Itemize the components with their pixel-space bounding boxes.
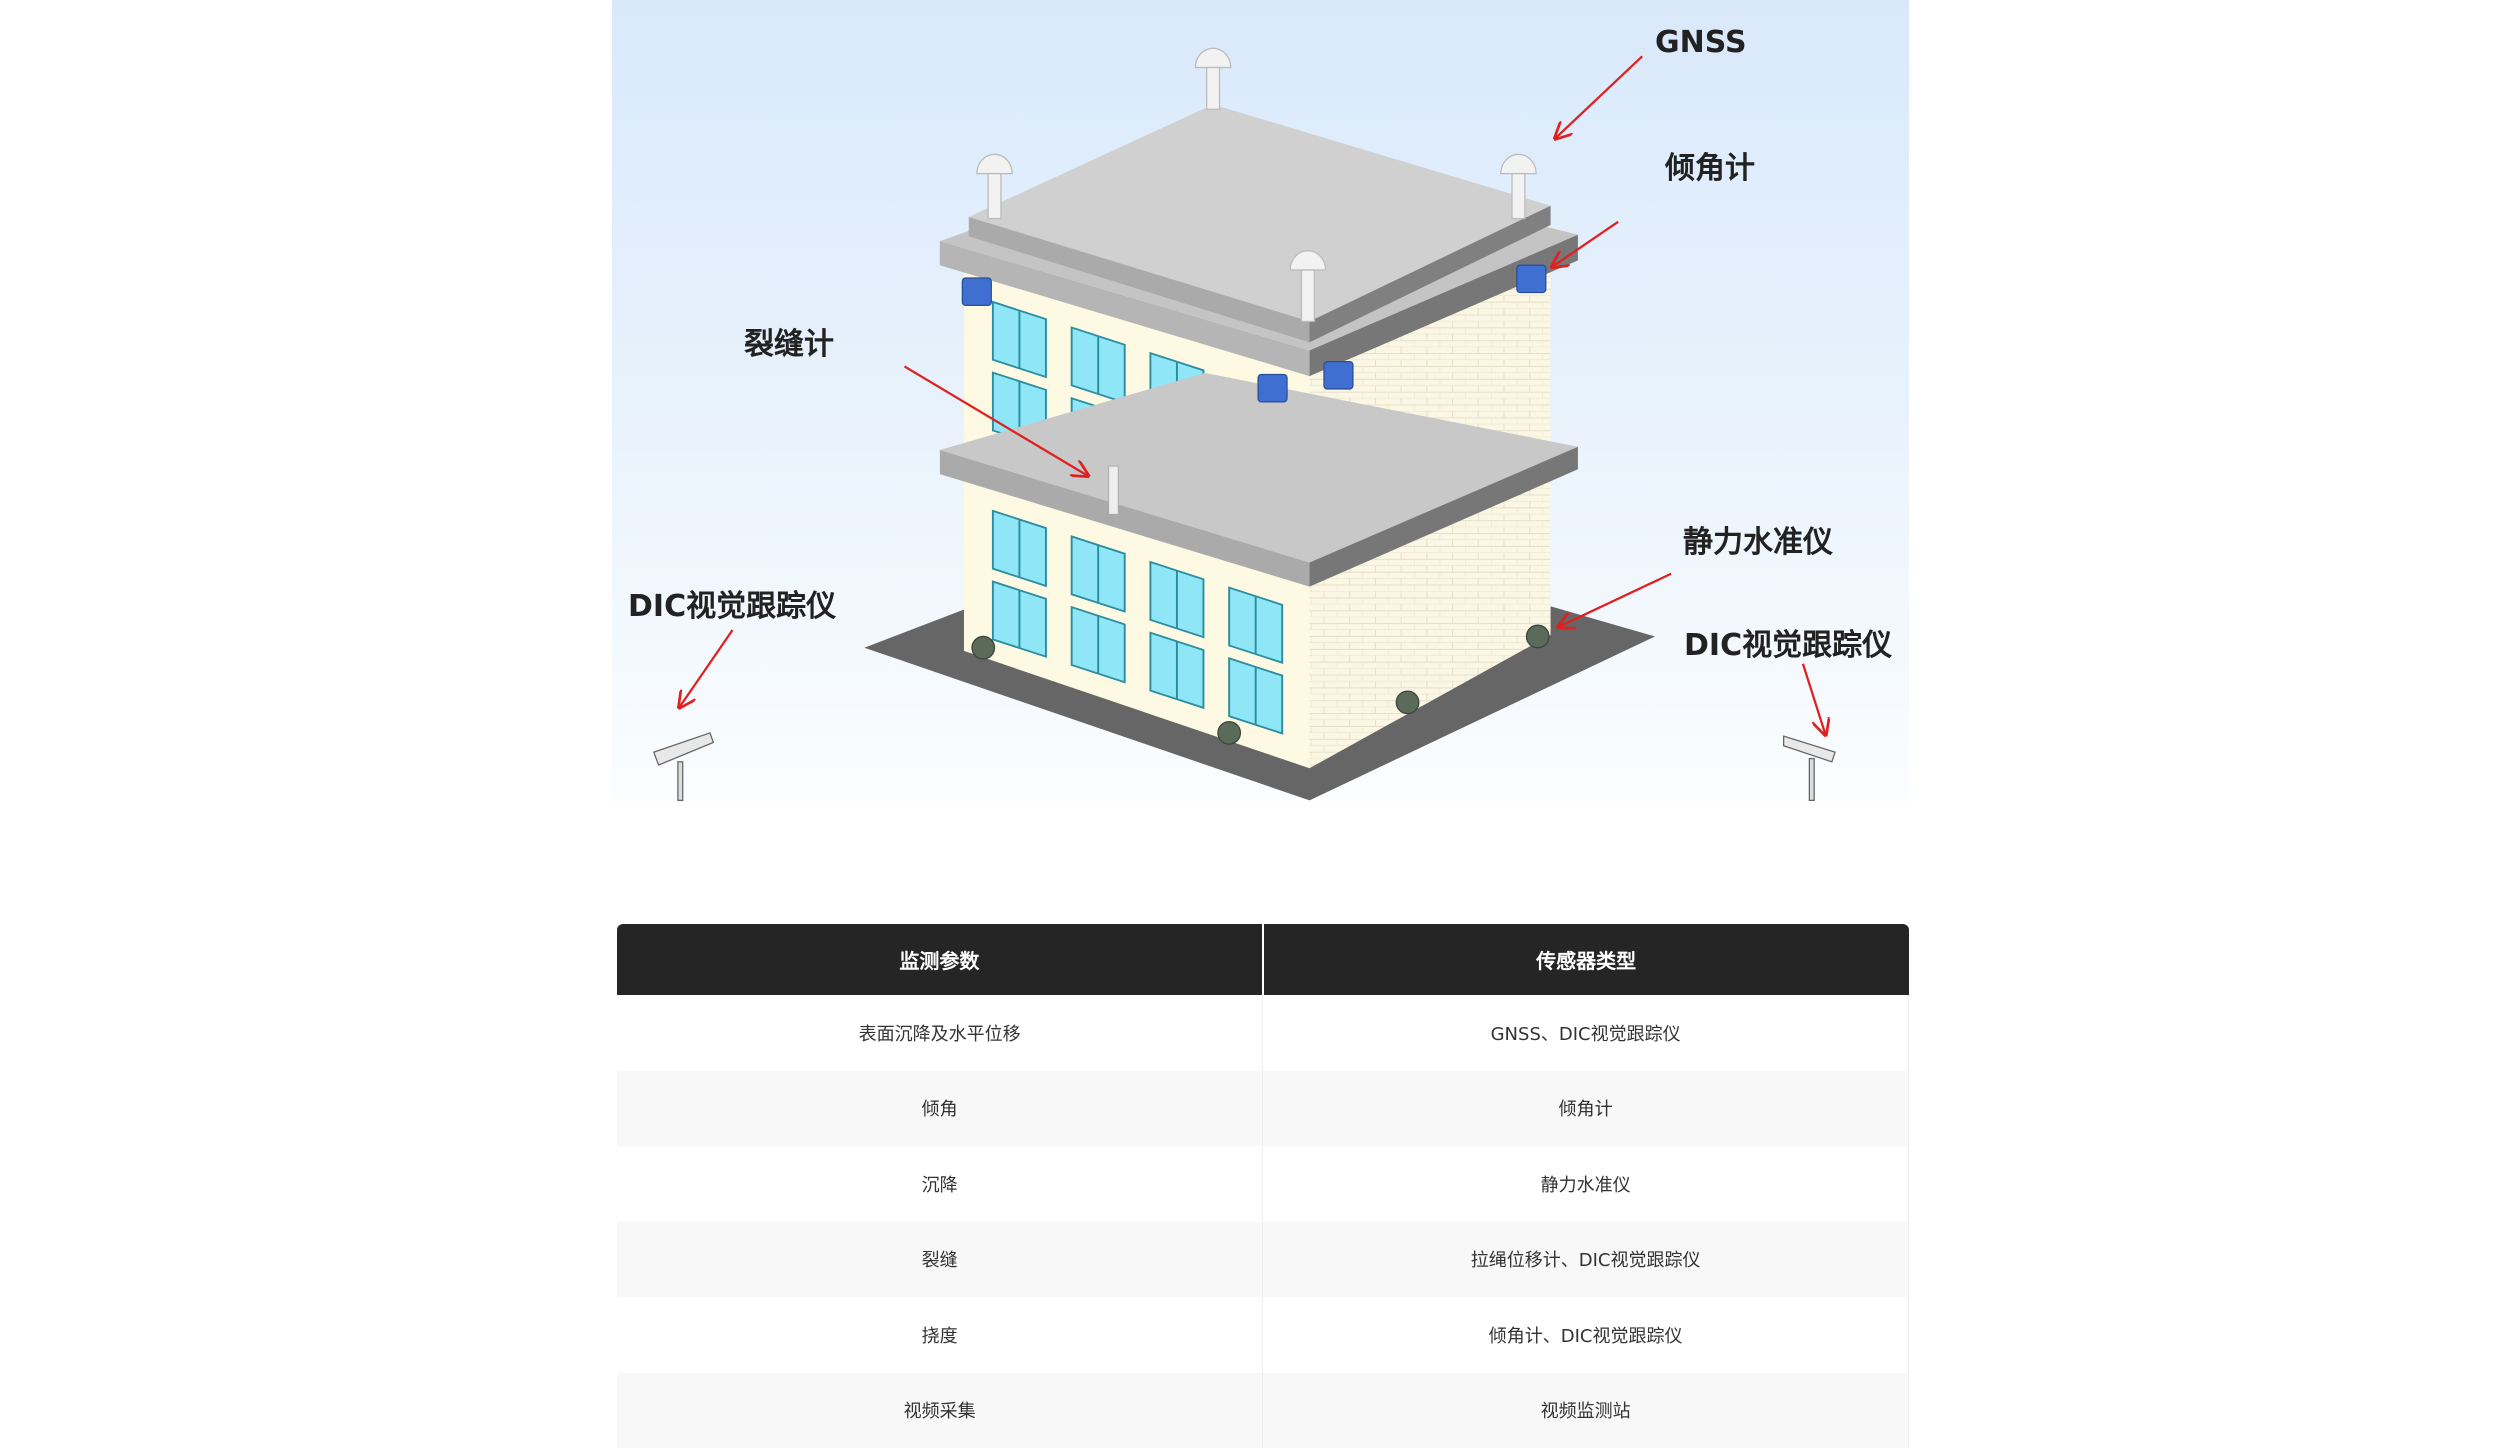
table-header-row: 监测参数 传感器类型 bbox=[617, 924, 1909, 995]
cell-sensor: 拉绳位移计、DIC视觉跟踪仪 bbox=[1263, 1222, 1909, 1298]
header-parameter: 监测参数 bbox=[617, 924, 1263, 995]
table-row: 视频采集视频监测站 bbox=[617, 1373, 1909, 1448]
cell-parameter: 倾角 bbox=[617, 1071, 1263, 1147]
label-dic-left: DIC视觉跟踪仪 bbox=[628, 581, 836, 625]
cell-sensor: 视频监测站 bbox=[1263, 1373, 1909, 1448]
cell-sensor: 倾角计 bbox=[1263, 1071, 1909, 1147]
table-row: 挠度倾角计、DIC视觉跟踪仪 bbox=[617, 1297, 1909, 1373]
table-row: 裂缝拉绳位移计、DIC视觉跟踪仪 bbox=[617, 1222, 1909, 1298]
cell-parameter: 表面沉降及水平位移 bbox=[617, 995, 1263, 1071]
cell-parameter: 视频采集 bbox=[617, 1373, 1263, 1448]
building-illustration bbox=[612, 0, 1909, 802]
label-gnss: GNSS bbox=[1655, 25, 1747, 60]
cell-sensor: 倾角计、DIC视觉跟踪仪 bbox=[1263, 1297, 1909, 1373]
building-monitoring-diagram: GNSS 倾角计 裂缝计 静力水准仪 DIC视觉跟踪仪 DIC视觉跟踪仪 bbox=[612, 0, 1909, 802]
cell-parameter: 裂缝 bbox=[617, 1222, 1263, 1298]
cell-sensor: 静力水准仪 bbox=[1263, 1146, 1909, 1222]
cell-parameter: 挠度 bbox=[617, 1297, 1263, 1373]
label-level-gauge: 静力水准仪 bbox=[1683, 517, 1833, 561]
table-row: 倾角倾角计 bbox=[617, 1071, 1909, 1147]
label-crack-meter: 裂缝计 bbox=[744, 319, 834, 363]
cell-sensor: GNSS、DIC视觉跟踪仪 bbox=[1263, 995, 1909, 1071]
label-dic-right: DIC视觉跟踪仪 bbox=[1684, 620, 1892, 664]
cell-parameter: 沉降 bbox=[617, 1146, 1263, 1222]
crack-meter-icon bbox=[1109, 466, 1119, 514]
header-sensor-type: 传感器类型 bbox=[1263, 924, 1909, 995]
label-tilt-meter: 倾角计 bbox=[1665, 143, 1755, 187]
table-row: 沉降静力水准仪 bbox=[617, 1146, 1909, 1222]
